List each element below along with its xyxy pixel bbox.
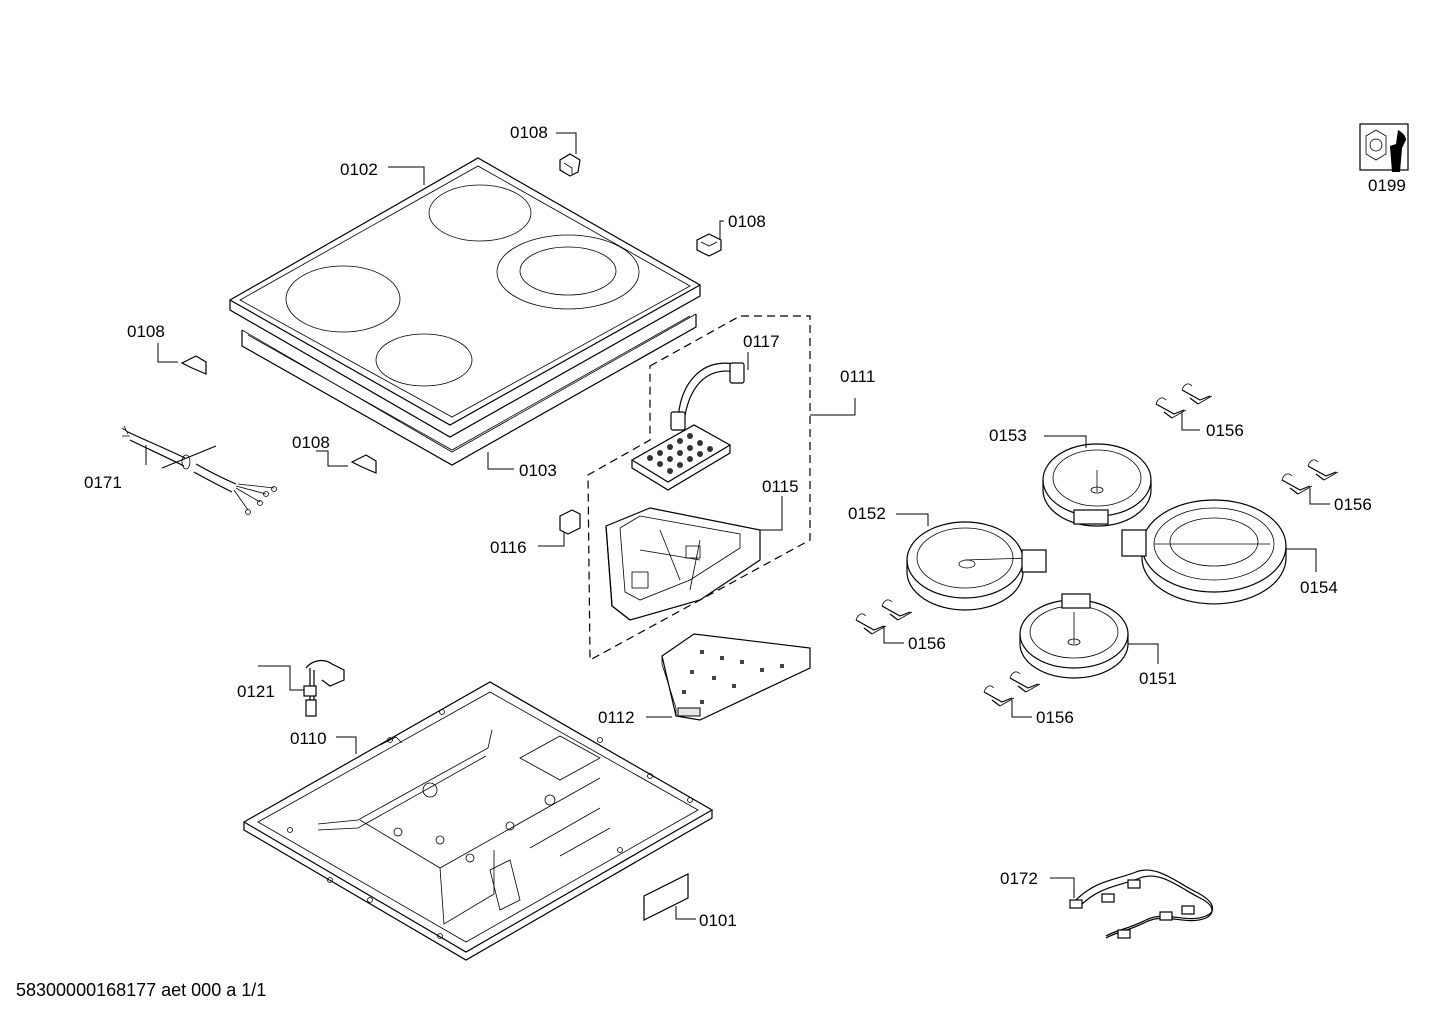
part-0108-clip-right[interactable] <box>696 233 722 257</box>
part-0154-heating-element[interactable] <box>1121 499 1287 605</box>
label-0156-c: 0156 <box>908 634 946 653</box>
part-0103-frame[interactable] <box>241 313 697 466</box>
label-0199: 0199 <box>1368 176 1406 195</box>
label-0171: 0171 <box>84 473 122 492</box>
part-0102-cooktop-glass[interactable] <box>228 157 702 438</box>
label-0117: 0117 <box>743 332 780 351</box>
part-0116-clip[interactable] <box>559 509 581 535</box>
label-0108-left: 0108 <box>127 322 165 341</box>
label-0116: 0116 <box>490 538 527 557</box>
label-0108-top: 0108 <box>510 123 548 142</box>
part-0115-housing[interactable] <box>605 507 761 621</box>
wrench-icon <box>1359 123 1409 172</box>
part-0153-heating-element[interactable] <box>1042 443 1152 527</box>
part-0156-spring-d[interactable] <box>983 671 1041 707</box>
label-0101: 0101 <box>699 911 737 930</box>
part-0117-harness[interactable] <box>670 362 745 431</box>
part-control-board[interactable] <box>630 424 732 491</box>
part-0156-spring-a[interactable] <box>1155 383 1213 419</box>
label-0154: 0154 <box>1300 578 1338 597</box>
label-0102: 0102 <box>340 160 378 179</box>
label-0110: 0110 <box>290 729 327 748</box>
part-0108-clip-low[interactable] <box>350 454 377 474</box>
part-0151-heating-element[interactable] <box>1019 593 1129 679</box>
label-0152: 0152 <box>848 504 886 523</box>
part-0156-spring-c[interactable] <box>855 599 913 635</box>
label-0111: 0111 <box>840 367 875 386</box>
part-0110-bottom-tray[interactable] <box>242 681 714 961</box>
label-0121: 0121 <box>237 682 275 701</box>
part-0101-rating-label[interactable] <box>643 873 689 921</box>
label-0156-a: 0156 <box>1206 421 1244 440</box>
label-0112: 0112 <box>598 708 635 727</box>
label-0153: 0153 <box>989 426 1027 445</box>
part-labels: 0102 0108 0108 0108 0108 0103 0171 0117 … <box>84 123 1406 930</box>
part-0156-spring-b[interactable] <box>1281 459 1339 495</box>
part-0172-wire-set[interactable] <box>1069 869 1214 939</box>
label-0172: 0172 <box>1000 869 1038 888</box>
label-0103: 0103 <box>519 461 557 480</box>
label-0108-low: 0108 <box>292 433 330 452</box>
part-0108-clip-left[interactable] <box>180 355 207 375</box>
part-0108-clip-top[interactable] <box>559 153 581 177</box>
label-0156-d: 0156 <box>1036 708 1074 727</box>
label-0156-b: 0156 <box>1334 495 1372 514</box>
part-0152-heating-element[interactable] <box>906 521 1047 611</box>
document-id: 58300000168177 aet 000 a 1/1 <box>16 980 267 1000</box>
label-0108-right: 0108 <box>728 212 766 231</box>
label-0151: 0151 <box>1139 669 1177 688</box>
part-0171-power-cable[interactable] <box>121 425 277 515</box>
label-0115: 0115 <box>762 477 799 496</box>
leader-lines <box>145 132 1330 920</box>
part-0121-clamp[interactable] <box>303 659 345 717</box>
part-0112-power-board[interactable] <box>661 633 811 721</box>
